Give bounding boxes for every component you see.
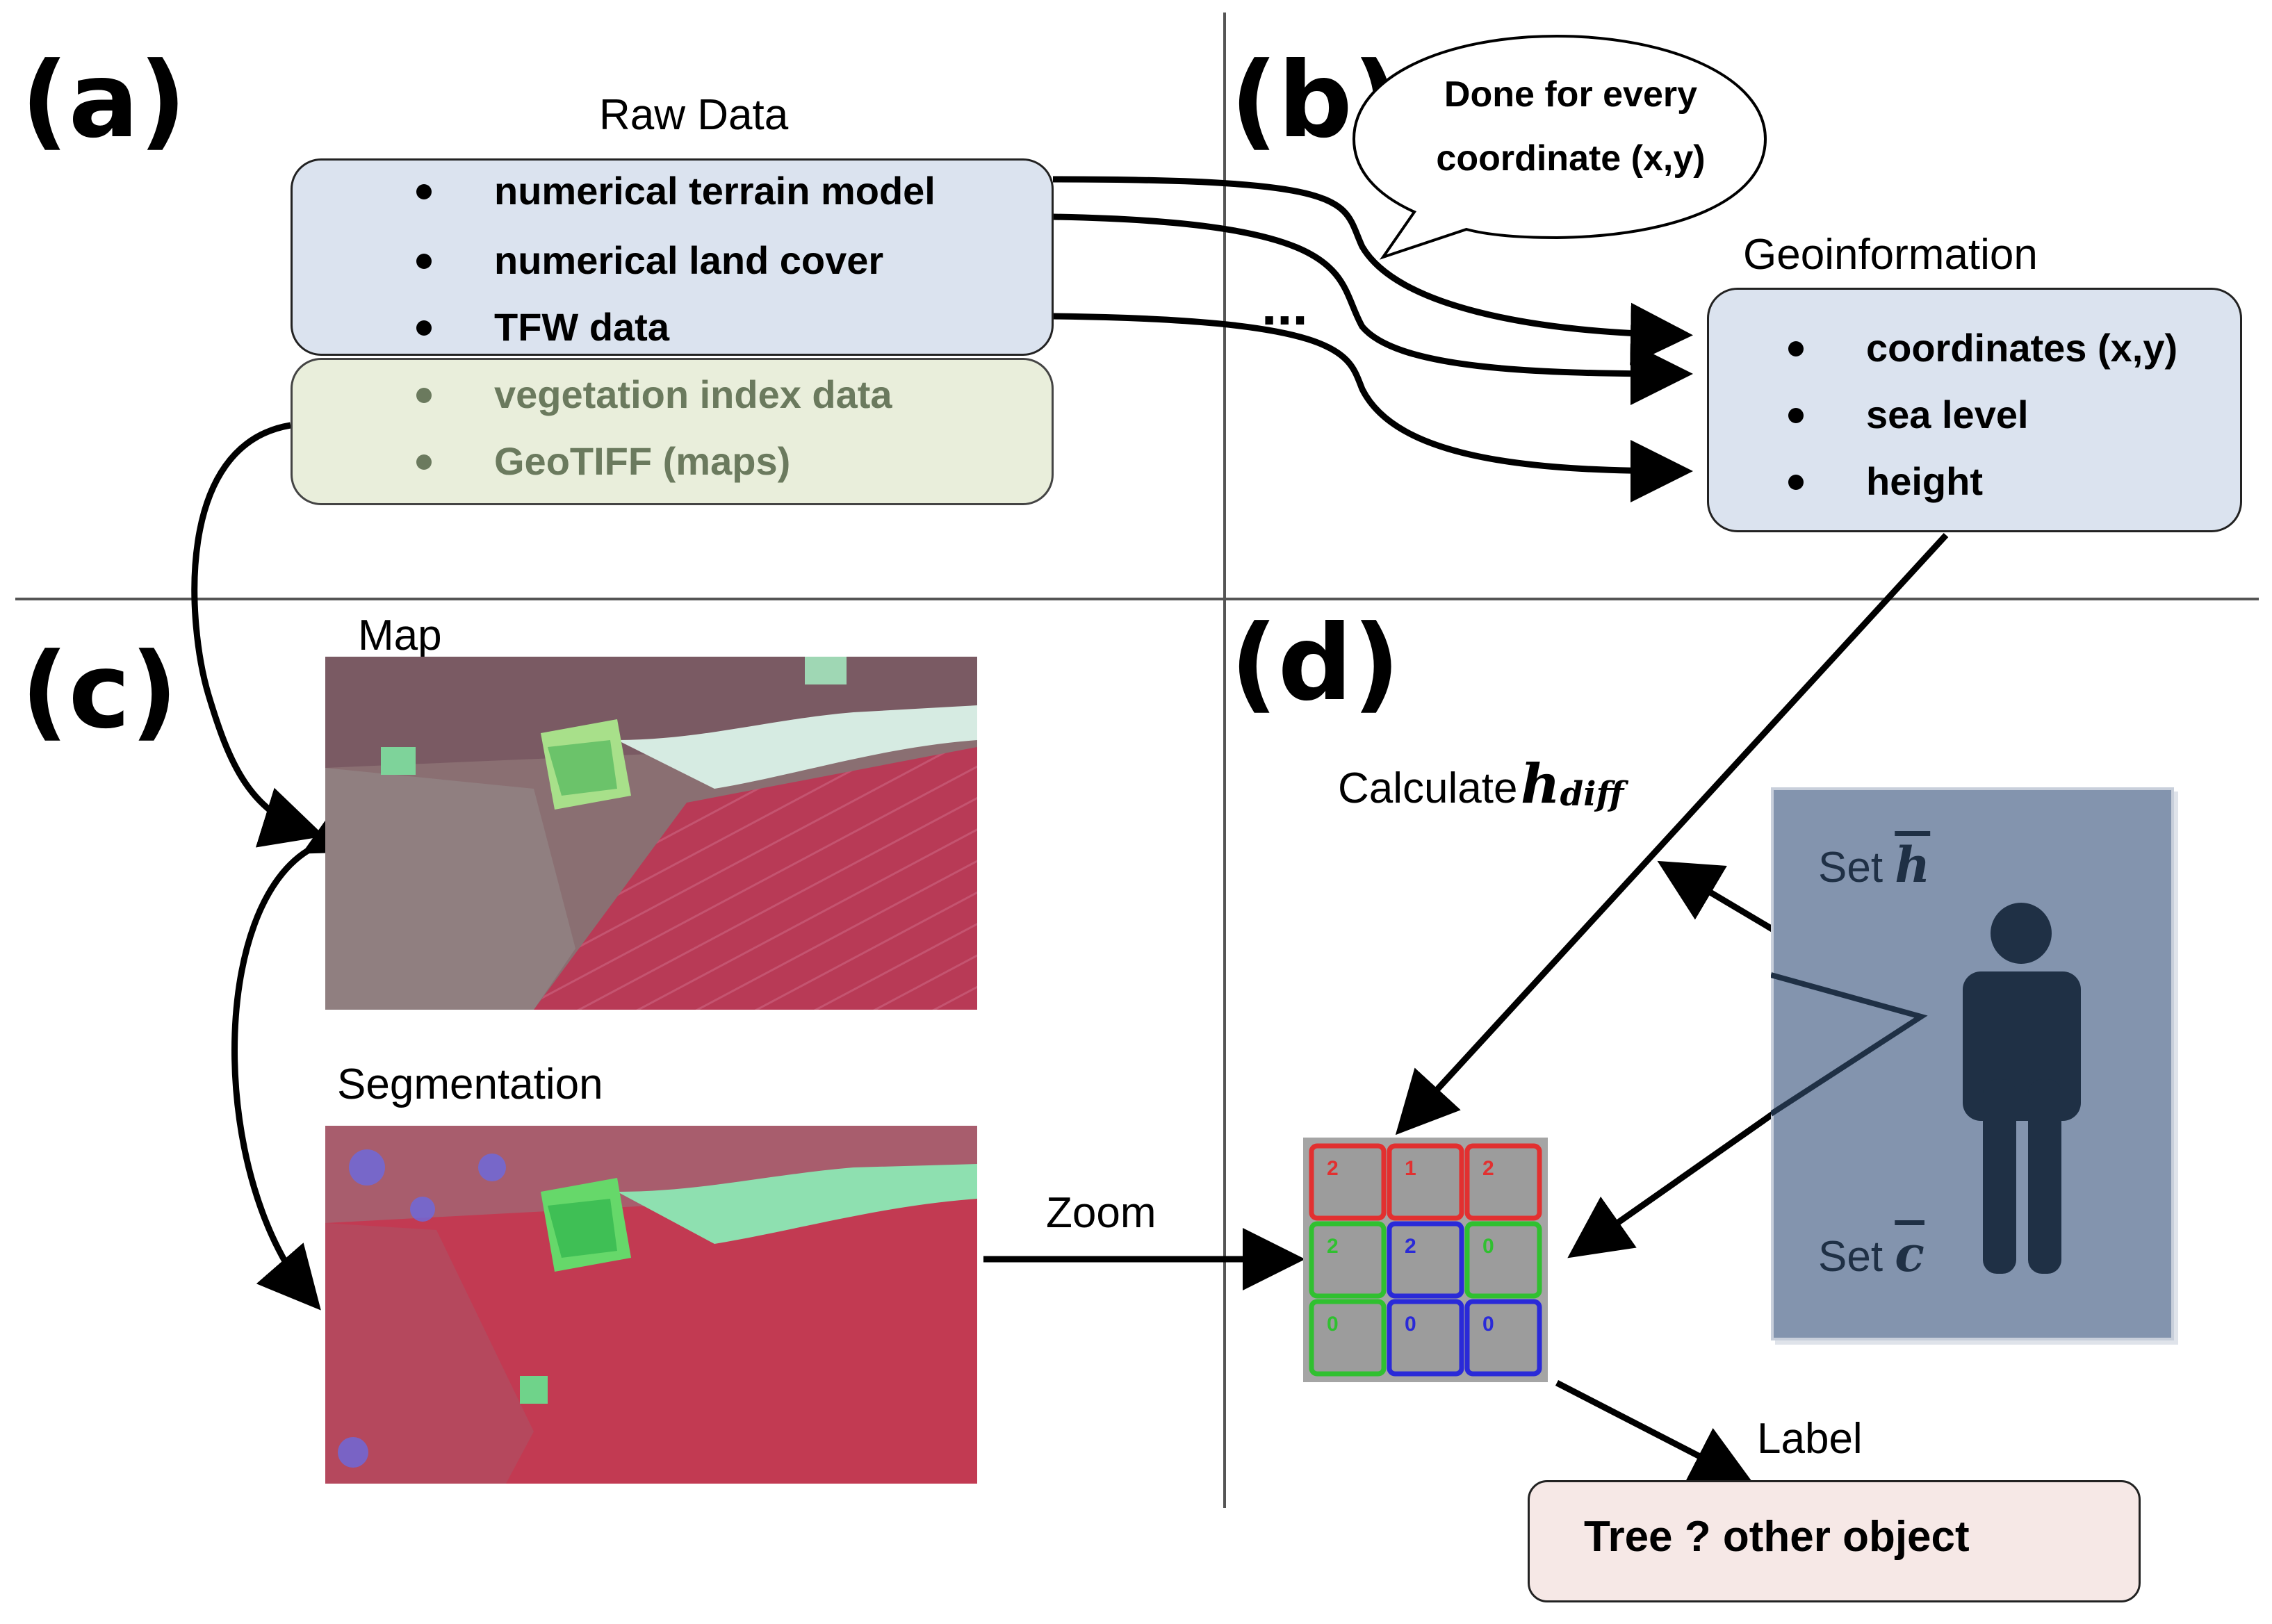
grid-cell-value: 2 bbox=[1482, 1157, 1494, 1180]
grid-cell bbox=[1387, 1299, 1464, 1377]
geoinformation-item: coordinates (x,y) bbox=[1788, 329, 2177, 368]
grid-cell bbox=[1387, 1221, 1464, 1299]
set-c-label: Set bbox=[1818, 1233, 1883, 1281]
grid-cell-value: 2 bbox=[1327, 1235, 1339, 1258]
set-c-text: Set c bbox=[1818, 1230, 1924, 1279]
raw-data-item: TFW data bbox=[416, 308, 669, 347]
bullet-icon bbox=[1788, 341, 1804, 356]
bullet-icon bbox=[416, 254, 432, 269]
label-box: Tree ? other object bbox=[1528, 1480, 2141, 1602]
geoinformation-title: Geoinformation bbox=[1743, 231, 2038, 279]
set-h-text: Set h bbox=[1818, 841, 1930, 889]
grid-cell bbox=[1309, 1299, 1387, 1377]
grid-cell bbox=[1309, 1221, 1387, 1299]
calculate-text: Calculate hdiff bbox=[1338, 757, 1624, 812]
segmentation-title: Segmentation bbox=[337, 1060, 603, 1108]
panel-label-a: (a) bbox=[21, 40, 187, 161]
user-panel-graphics bbox=[1771, 903, 2081, 1274]
grid-cell bbox=[1464, 1299, 1542, 1377]
callout-text: Done for every coordinate (x,y) bbox=[1376, 63, 1765, 190]
raw-data-item: GeoTIFF (maps) bbox=[416, 442, 790, 481]
map-title: Map bbox=[358, 612, 442, 659]
raw-data-title: Raw Data bbox=[599, 91, 789, 139]
arrow-tfw-to-geo bbox=[1052, 313, 1693, 502]
grid-cell bbox=[1464, 1221, 1542, 1299]
bullet-icon bbox=[1788, 475, 1804, 490]
raw-data-box: numerical terrain model numerical land c… bbox=[291, 158, 1054, 356]
calculate-label: Calculate bbox=[1338, 764, 1518, 812]
grid-cell bbox=[1309, 1143, 1387, 1221]
arrow-user-to-grid bbox=[1567, 1109, 1778, 1258]
diff-subscript: diff bbox=[1560, 775, 1624, 814]
grid-cell-value: 0 bbox=[1327, 1313, 1339, 1336]
grid-cell bbox=[1464, 1143, 1542, 1221]
h-symbol: h bbox=[1520, 753, 1560, 816]
bullet-icon bbox=[416, 320, 432, 336]
callout-line-1: Done for every bbox=[1444, 74, 1698, 115]
grid-cell-value: 0 bbox=[1405, 1313, 1416, 1336]
panel-label-c: (c) bbox=[21, 631, 179, 752]
label-title: Label bbox=[1757, 1415, 1863, 1463]
person-icon bbox=[1963, 903, 2081, 1274]
geoinformation-item: height bbox=[1788, 462, 1983, 501]
grid-cell-value: 0 bbox=[1482, 1235, 1494, 1258]
bullet-icon bbox=[416, 184, 432, 199]
segmentation-image bbox=[325, 1126, 977, 1484]
speech-bubble bbox=[1352, 34, 1767, 260]
bullet-icon bbox=[416, 388, 432, 403]
raw-data-item: vegetation index data bbox=[416, 375, 892, 414]
arrow-geo-to-grid bbox=[1395, 532, 1949, 1135]
geoinformation-item: sea level bbox=[1788, 395, 2029, 434]
bullet-icon bbox=[416, 454, 432, 470]
set-h-label: Set bbox=[1818, 844, 1883, 892]
raw-data-secondary-box: vegetation index data GeoTIFF (maps) bbox=[291, 358, 1054, 505]
c-bar-symbol: c bbox=[1895, 1225, 1924, 1283]
arrow-user-to-calculate bbox=[1657, 860, 1778, 934]
zoom-label: Zoom bbox=[1046, 1189, 1157, 1237]
grid-cell-value: 2 bbox=[1327, 1157, 1339, 1180]
callout-line-2: coordinate (x,y) bbox=[1436, 138, 1706, 179]
grid-cell-value: 1 bbox=[1405, 1157, 1416, 1180]
map-image bbox=[325, 657, 977, 1010]
grid-cell bbox=[1387, 1143, 1464, 1221]
grid-cell-value: 0 bbox=[1482, 1313, 1494, 1336]
bullet-icon bbox=[1788, 408, 1804, 423]
ellipsis: ... bbox=[1261, 274, 1308, 336]
arrow-grid-to-label bbox=[1555, 1379, 1755, 1485]
label-grid: 2 1 2 2 2 0 0 0 0 bbox=[1303, 1138, 1548, 1382]
geoinformation-box: coordinates (x,y) sea level height bbox=[1707, 288, 2242, 532]
arrow-landcover-to-geo bbox=[1052, 213, 1693, 405]
raw-data-item: numerical land cover bbox=[416, 241, 883, 280]
raw-data-item: numerical terrain model bbox=[416, 172, 935, 211]
label-text: Tree ? other object bbox=[1584, 1513, 1970, 1561]
arrow-map-segmentation bbox=[231, 796, 372, 1311]
h-bar-symbol: h bbox=[1895, 836, 1931, 894]
panel-label-d: (d) bbox=[1230, 603, 1400, 724]
grid-cell-value: 2 bbox=[1405, 1235, 1416, 1258]
arrow-terrain-to-geo bbox=[1052, 176, 1693, 366]
